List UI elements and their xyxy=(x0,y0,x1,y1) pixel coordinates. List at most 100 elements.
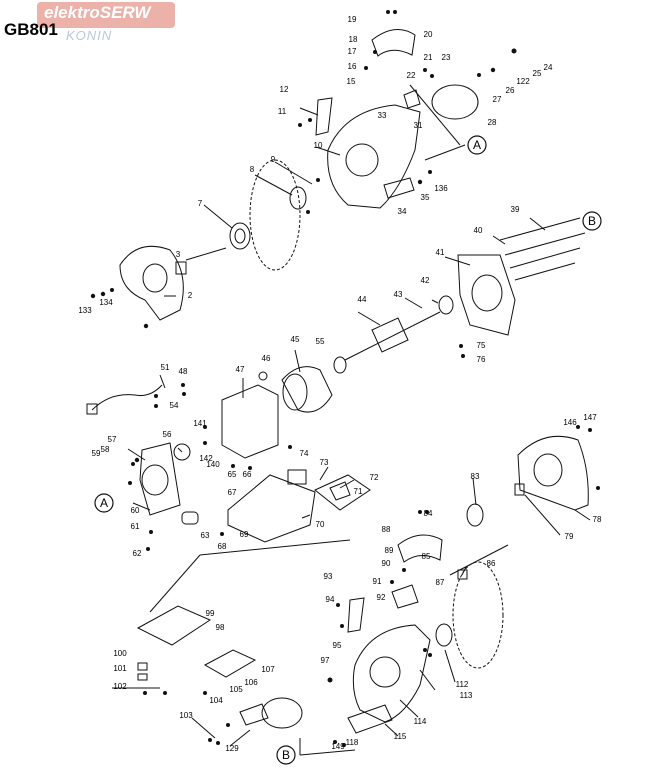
part-label-85: 85 xyxy=(422,552,431,561)
part-label-46: 46 xyxy=(262,354,271,363)
part-label-113: 113 xyxy=(460,691,473,700)
part-label-76: 76 xyxy=(477,355,486,364)
part-label-59: 59 xyxy=(92,449,101,458)
part-label-16: 16 xyxy=(348,62,357,71)
part-label-25: 25 xyxy=(533,69,542,78)
callout-a-1: A xyxy=(473,138,481,152)
part-label-34: 34 xyxy=(398,207,407,216)
part-label-47: 47 xyxy=(236,365,245,374)
part-label-58: 58 xyxy=(101,445,110,454)
part-label-94: 94 xyxy=(326,595,335,604)
part-label-106: 106 xyxy=(244,678,258,687)
part-label-10: 10 xyxy=(314,141,323,150)
part-outer-guard-left xyxy=(119,245,184,321)
part-label-24: 24 xyxy=(544,63,553,72)
part-label-19: 19 xyxy=(348,15,357,24)
part-label-83: 83 xyxy=(471,472,480,481)
part-label-112: 112 xyxy=(456,680,469,689)
part-label-78: 78 xyxy=(593,515,602,524)
part-label-100: 100 xyxy=(113,649,127,658)
callout-b-1: B xyxy=(588,214,596,228)
part-label-28: 28 xyxy=(488,118,497,127)
part-label-71: 71 xyxy=(354,487,363,496)
part-left-housing xyxy=(139,442,181,516)
part-label-105: 105 xyxy=(229,685,243,694)
part-label-107: 107 xyxy=(261,665,275,674)
part-label-99: 99 xyxy=(206,609,215,618)
part-label-41: 41 xyxy=(436,248,445,257)
part-label-92: 92 xyxy=(377,593,386,602)
part-label-75: 75 xyxy=(477,341,486,350)
part-label-8: 8 xyxy=(250,165,255,174)
callout-b-2: B xyxy=(282,748,290,762)
part-label-62: 62 xyxy=(133,549,142,558)
part-label-90: 90 xyxy=(382,559,391,568)
part-label-88: 88 xyxy=(382,525,391,534)
part-label-98: 98 xyxy=(216,623,225,632)
part-label-102: 102 xyxy=(113,682,127,691)
callout-a-2: A xyxy=(100,496,108,510)
part-label-141: 141 xyxy=(193,419,207,428)
part-label-118: 118 xyxy=(346,738,359,747)
part-wheel-guard-inner xyxy=(327,104,421,209)
part-label-70: 70 xyxy=(316,520,325,529)
part-label-22: 22 xyxy=(407,71,416,80)
part-outer-guard-right xyxy=(517,435,589,511)
part-label-115: 115 xyxy=(394,732,407,741)
part-label-31: 31 xyxy=(414,121,423,130)
watermark-city: KONIN xyxy=(66,28,113,43)
part-label-48: 48 xyxy=(179,367,188,376)
part-label-7: 7 xyxy=(198,199,203,208)
part-label-65: 65 xyxy=(228,470,237,479)
part-label-3: 3 xyxy=(176,250,181,259)
part-label-39: 39 xyxy=(511,205,520,214)
part-label-26: 26 xyxy=(506,86,515,95)
part-label-43: 43 xyxy=(394,290,403,299)
part-label-18: 18 xyxy=(349,35,358,44)
part-label-27: 27 xyxy=(493,95,502,104)
part-label-44: 44 xyxy=(358,295,367,304)
part-label-9: 9 xyxy=(271,155,276,164)
part-label-134: 134 xyxy=(99,298,113,307)
part-label-60: 60 xyxy=(131,506,140,515)
part-label-40: 40 xyxy=(474,226,483,235)
part-label-149: 149 xyxy=(331,742,345,751)
part-label-2: 2 xyxy=(188,291,193,300)
part-label-54: 54 xyxy=(170,401,179,410)
part-label-69: 69 xyxy=(240,530,249,539)
part-label-142: 142 xyxy=(199,454,213,463)
part-label-93: 93 xyxy=(324,572,333,581)
part-label-57: 57 xyxy=(108,435,117,444)
part-label-45: 45 xyxy=(291,335,300,344)
part-label-95: 95 xyxy=(333,641,342,650)
part-upper-guard xyxy=(371,29,416,57)
part-label-97: 97 xyxy=(321,656,330,665)
part-label-63: 63 xyxy=(201,531,210,540)
part-label-79: 79 xyxy=(565,532,574,541)
part-label-33: 33 xyxy=(378,111,387,120)
part-label-55: 55 xyxy=(316,337,325,346)
part-label-101: 101 xyxy=(113,664,127,673)
part-label-103: 103 xyxy=(179,711,193,720)
part-label-21: 21 xyxy=(424,53,433,62)
part-label-89: 89 xyxy=(385,546,394,555)
part-label-87: 87 xyxy=(436,578,445,587)
part-label-91: 91 xyxy=(373,577,382,586)
part-label-86: 86 xyxy=(487,559,496,568)
watermark-brand: elektroSERW xyxy=(44,3,151,22)
part-label-147: 147 xyxy=(583,413,597,422)
part-label-68: 68 xyxy=(218,542,227,551)
part-label-146: 146 xyxy=(563,418,577,427)
part-label-56: 56 xyxy=(163,430,172,439)
part-label-35: 35 xyxy=(421,193,430,202)
part-label-140: 140 xyxy=(206,460,220,469)
part-wheel-guard-inner-right xyxy=(352,624,431,723)
part-label-23: 23 xyxy=(442,53,451,62)
part-label-133: 133 xyxy=(78,306,92,315)
part-center-housing xyxy=(221,384,279,459)
part-label-136: 136 xyxy=(434,184,448,193)
part-label-17: 17 xyxy=(348,47,357,56)
part-label-61: 61 xyxy=(131,522,140,531)
